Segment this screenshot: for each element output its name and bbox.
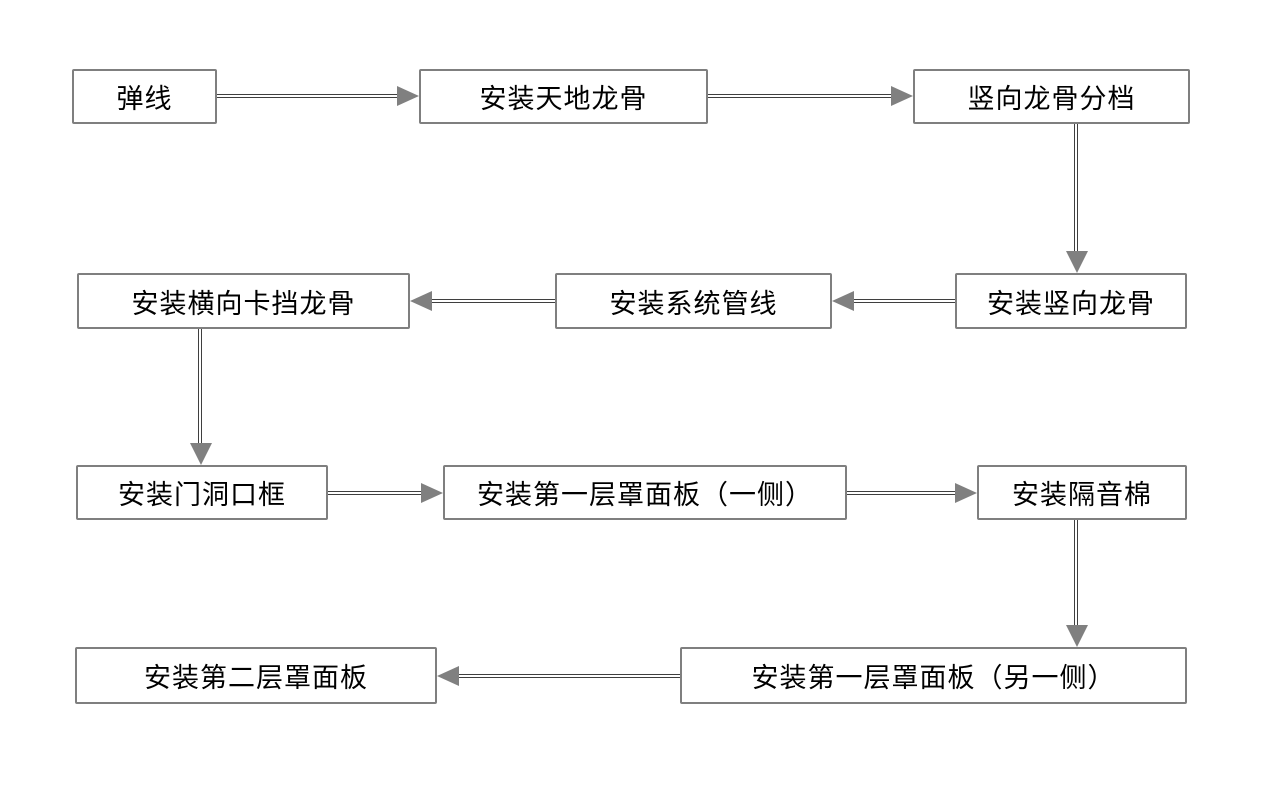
arrow-left-icon [410, 291, 432, 311]
connector-line-10 [459, 674, 680, 678]
flow-node-vertical-keel-spacing: 竖向龙骨分档 [913, 69, 1190, 124]
connector-line-8 [847, 491, 955, 495]
connector-line-5 [432, 299, 555, 303]
connector-line-2 [708, 94, 891, 98]
connector-line-6 [198, 329, 202, 443]
flow-node-install-door-opening-frame: 安装门洞口框 [76, 465, 328, 520]
connector-line-3 [1074, 124, 1078, 251]
flow-node-install-horizontal-blocking-keel: 安装横向卡挡龙骨 [77, 273, 410, 329]
flow-node-snap-line: 弹线 [72, 69, 217, 124]
arrow-right-icon [891, 86, 913, 106]
flow-node-install-vertical-keel: 安装竖向龙骨 [955, 273, 1187, 329]
flow-node-install-system-pipelines: 安装系统管线 [555, 273, 832, 329]
connector-line-9 [1074, 520, 1078, 625]
arrow-left-icon [832, 291, 854, 311]
connector-line-4 [854, 299, 955, 303]
flow-node-install-second-layer-panel: 安装第二层罩面板 [75, 647, 437, 704]
arrow-right-icon [421, 483, 443, 503]
connector-line-7 [328, 491, 421, 495]
flow-node-install-first-layer-panel-other-side: 安装第一层罩面板（另一侧） [680, 647, 1187, 704]
arrow-right-icon [397, 86, 419, 106]
arrow-right-icon [955, 483, 977, 503]
flow-node-install-ceiling-floor-keel: 安装天地龙骨 [419, 69, 708, 124]
flow-node-install-sound-insulation-cotton: 安装隔音棉 [977, 465, 1187, 520]
arrow-down-icon [1066, 251, 1088, 273]
flow-node-install-first-layer-panel-one-side: 安装第一层罩面板（一侧） [443, 465, 847, 520]
arrow-left-icon [437, 666, 459, 686]
arrow-down-icon [190, 443, 212, 465]
connector-line-1 [217, 94, 397, 98]
arrow-down-icon [1066, 625, 1088, 647]
